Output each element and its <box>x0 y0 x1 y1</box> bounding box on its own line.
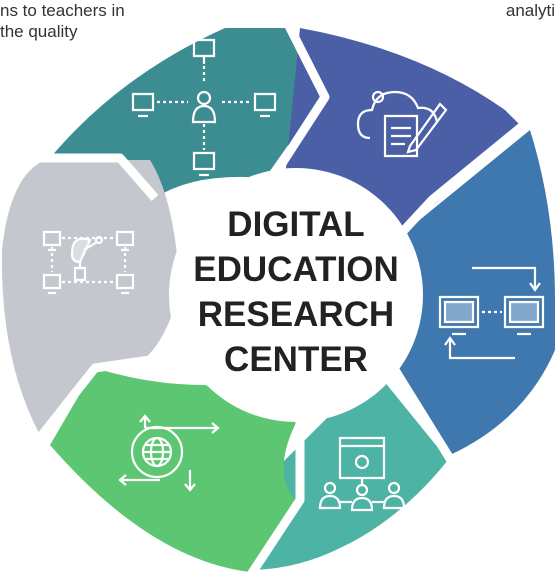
center-circle <box>169 168 423 422</box>
segment-gray[interactable] <box>1 160 181 435</box>
segment-blue[interactable] <box>390 130 555 455</box>
right-text-fragment: analyti <box>506 0 555 21</box>
global-arrows-icon <box>120 416 218 490</box>
center-title-line-3: RESEARCH <box>198 295 394 334</box>
segment-dividers <box>34 21 528 573</box>
intro-text-line-2: the quality <box>0 22 78 41</box>
segment-aqua[interactable] <box>255 370 448 570</box>
right-text-line-1: analyti <box>505 1 555 20</box>
intro-text-fragment: ns to teachers in the quality <box>0 0 125 42</box>
intro-text-line-1: ns to teachers in <box>0 1 125 20</box>
team-presentation-icon <box>320 438 404 510</box>
center-title-line-2: EDUCATION <box>193 250 398 289</box>
center-title-line-4: CENTER <box>224 340 368 379</box>
network-people-icon <box>133 40 275 175</box>
computer-sync-icon <box>440 268 543 358</box>
center-title-line-1: DIGITAL <box>227 205 364 244</box>
satellite-network-icon <box>44 232 133 293</box>
cloud-document-edit-icon <box>358 92 446 156</box>
